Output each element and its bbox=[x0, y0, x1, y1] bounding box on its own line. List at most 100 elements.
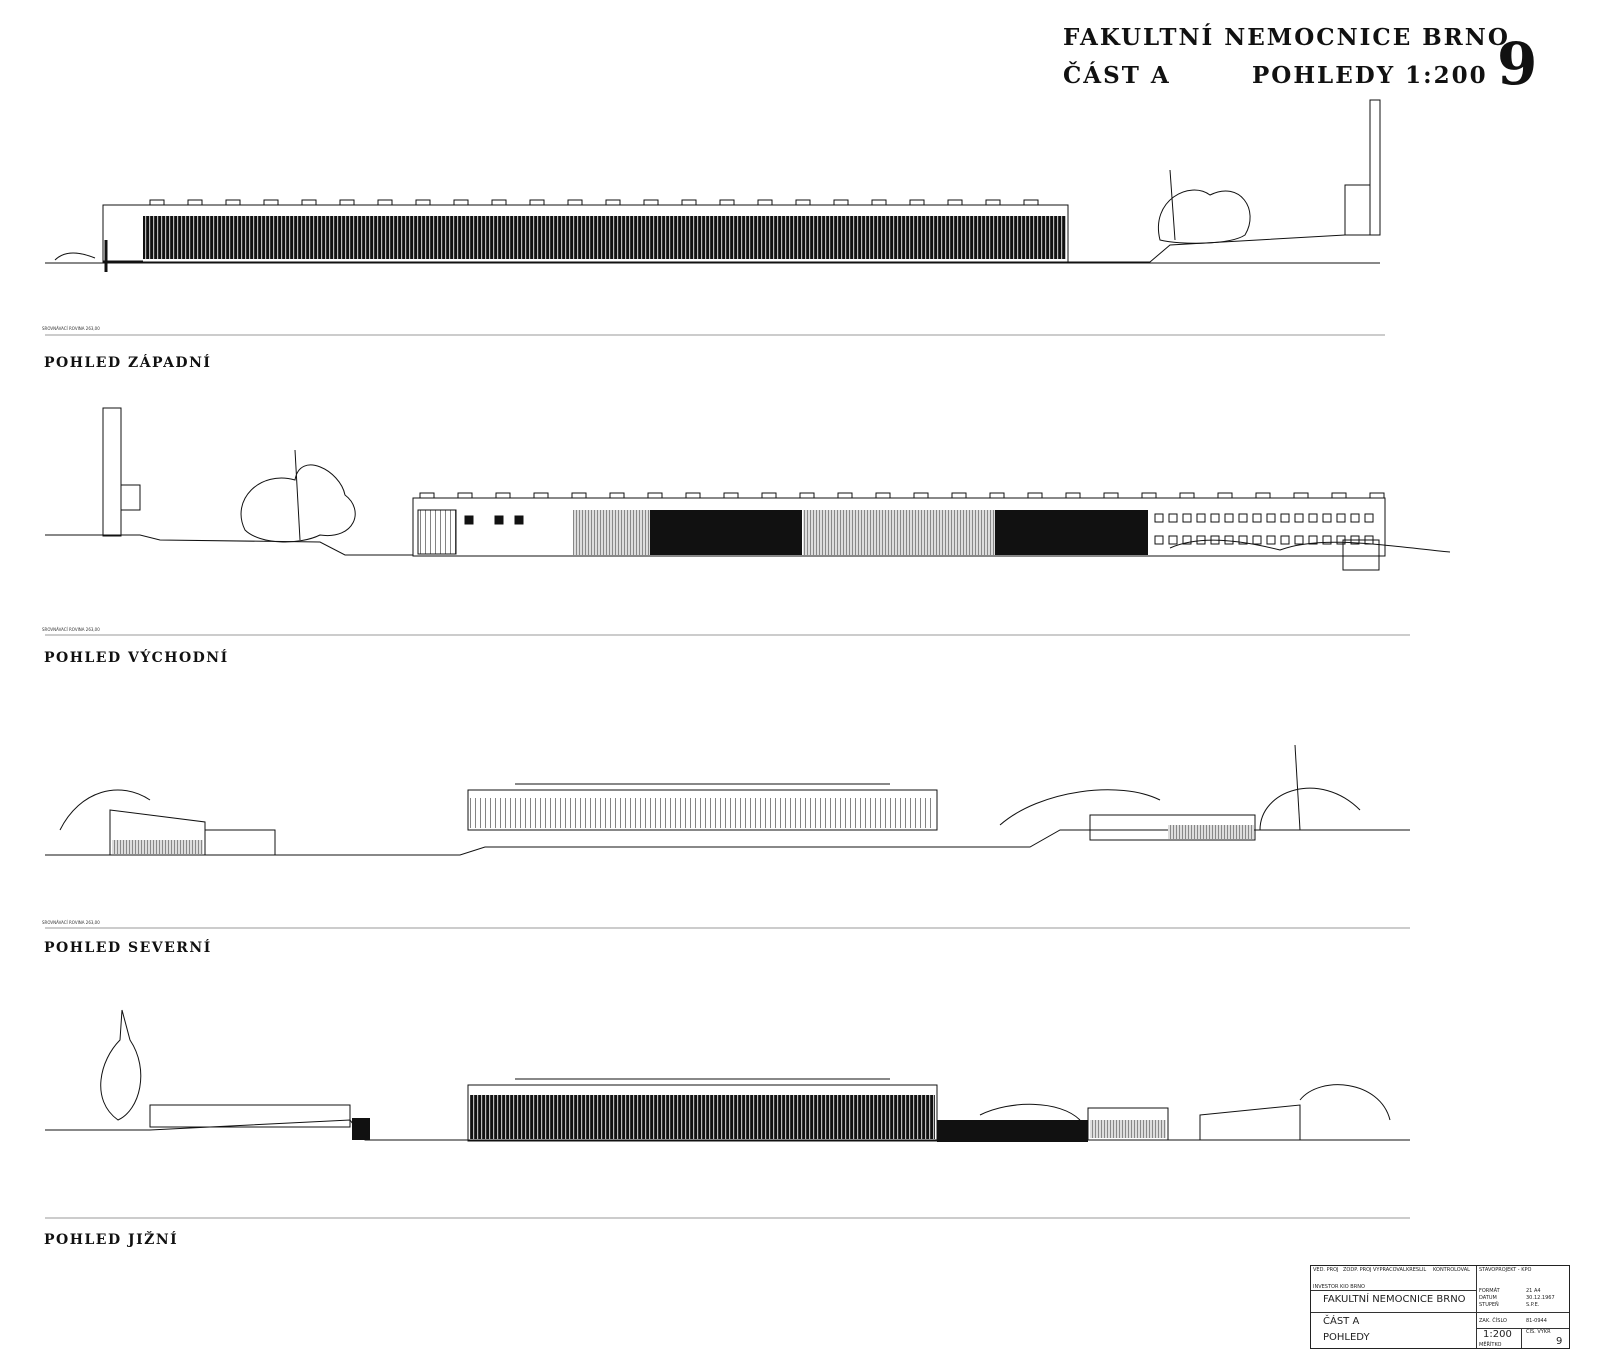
role-label: KRESLIL bbox=[1406, 1267, 1427, 1273]
field-label: ZAK. ČÍSLO bbox=[1479, 1318, 1507, 1324]
window bbox=[1294, 535, 1304, 545]
window bbox=[1350, 513, 1360, 523]
roof-skylight bbox=[1027, 492, 1043, 499]
window bbox=[1238, 513, 1248, 523]
datum-east: SROVNÁVACÍ ROVINA 263,00 bbox=[42, 627, 100, 632]
investor-label: INVESTOR KIO BRNO bbox=[1313, 1284, 1365, 1290]
window bbox=[1280, 535, 1290, 545]
scale-label: MĚŘÍTKO bbox=[1479, 1342, 1502, 1348]
window bbox=[464, 515, 474, 525]
elevation-north bbox=[45, 744, 1410, 929]
sheet-number: 9 bbox=[1497, 30, 1538, 98]
project-name: FAKULTNÍ NEMOCNICE BRNO bbox=[1323, 1294, 1466, 1305]
roof-skylight bbox=[947, 199, 963, 206]
office-label: STAVOPROJEKT - KPO bbox=[1479, 1267, 1532, 1273]
window bbox=[1266, 535, 1276, 545]
project-title: FAKULTNÍ NEMOCNICE BRNO bbox=[1063, 24, 1510, 51]
field-label: FORMÁT bbox=[1479, 1288, 1500, 1294]
view-label-south: POHLED JIŽNÍ bbox=[44, 1232, 179, 1248]
window bbox=[1196, 535, 1206, 545]
roof-skylight bbox=[1331, 492, 1347, 499]
roof-skylight bbox=[149, 199, 165, 206]
window bbox=[1336, 513, 1346, 523]
field-value: 81-0944 bbox=[1526, 1318, 1547, 1324]
roof-skylight bbox=[757, 199, 773, 206]
field-value: S.P.E. bbox=[1526, 1302, 1540, 1308]
roof-skylight bbox=[419, 492, 435, 499]
role-label: ZODP. PROJ bbox=[1343, 1267, 1372, 1273]
roof-skylight bbox=[685, 492, 701, 499]
roof-skylight bbox=[263, 199, 279, 206]
window bbox=[1154, 513, 1164, 523]
drawing-name: POHLEDY bbox=[1323, 1332, 1370, 1343]
drawing-no-label: ČÍS. VÝKR bbox=[1526, 1329, 1551, 1335]
roof-skylight bbox=[871, 199, 887, 206]
roof-skylight bbox=[1023, 199, 1039, 206]
roof-skylight bbox=[415, 199, 431, 206]
roof-skylight bbox=[1141, 492, 1157, 499]
roof-skylight bbox=[1179, 492, 1195, 499]
roof-skylight bbox=[1217, 492, 1233, 499]
window bbox=[1308, 535, 1318, 545]
roof-skylight bbox=[1255, 492, 1271, 499]
window bbox=[1308, 513, 1318, 523]
roof-skylight bbox=[301, 199, 317, 206]
window bbox=[1238, 535, 1248, 545]
roof-skylight bbox=[495, 492, 511, 499]
window bbox=[1224, 513, 1234, 523]
window bbox=[1364, 513, 1374, 523]
roof-skylight bbox=[457, 492, 473, 499]
roof-skylight bbox=[491, 199, 507, 206]
roof-skylight bbox=[187, 199, 203, 206]
roof-skylight bbox=[719, 199, 735, 206]
part-name: ČÁST A bbox=[1323, 1316, 1360, 1327]
roof-skylight bbox=[453, 199, 469, 206]
roof-skylight bbox=[985, 199, 1001, 206]
window bbox=[1210, 513, 1220, 523]
roof-skylight bbox=[643, 199, 659, 206]
window bbox=[1182, 535, 1192, 545]
window bbox=[1252, 535, 1262, 545]
roof-skylight bbox=[1369, 492, 1385, 499]
datum-west: SROVNÁVACÍ ROVINA 263,00 bbox=[42, 326, 100, 331]
roof-skylight bbox=[609, 492, 625, 499]
window bbox=[494, 515, 504, 525]
window bbox=[1322, 535, 1332, 545]
roof-skylight bbox=[875, 492, 891, 499]
roof-skylight bbox=[837, 492, 853, 499]
role-label: KONTROLOVAL bbox=[1433, 1267, 1470, 1273]
window bbox=[1154, 535, 1164, 545]
window bbox=[1322, 513, 1332, 523]
window bbox=[1182, 513, 1192, 523]
views-scale-label: POHLEDY 1:200 bbox=[1252, 62, 1488, 89]
part-label: ČÁST A bbox=[1063, 62, 1171, 89]
roof-skylight bbox=[913, 492, 929, 499]
role-label: VYPRACOVAL bbox=[1373, 1267, 1406, 1273]
title-block: VED. PROJ ZODP. PROJ VYPRACOVAL KRESLIL … bbox=[1310, 1265, 1570, 1349]
field-value: 21 A4 bbox=[1526, 1288, 1541, 1294]
elevation-east bbox=[45, 407, 1451, 636]
roof-skylight bbox=[989, 492, 1005, 499]
roof-skylight bbox=[339, 199, 355, 206]
roof-skylight bbox=[833, 199, 849, 206]
field-value: 30.12.1967 bbox=[1526, 1295, 1555, 1301]
roof-skylight bbox=[761, 492, 777, 499]
window bbox=[1294, 513, 1304, 523]
roof-skylight bbox=[377, 199, 393, 206]
roof-skylight bbox=[567, 199, 583, 206]
roof-skylight bbox=[533, 492, 549, 499]
field-label: STUPEŇ bbox=[1479, 1302, 1499, 1308]
roof-skylight bbox=[647, 492, 663, 499]
window bbox=[1168, 535, 1178, 545]
window bbox=[1252, 513, 1262, 523]
roof-skylight bbox=[909, 199, 925, 206]
roof-skylight bbox=[723, 492, 739, 499]
roof-skylight bbox=[795, 199, 811, 206]
roof-skylight bbox=[529, 199, 545, 206]
roof-skylight bbox=[1065, 492, 1081, 499]
roof-skylight bbox=[951, 492, 967, 499]
roof-skylight bbox=[799, 492, 815, 499]
scale-value: 1:200 bbox=[1483, 1329, 1512, 1340]
window bbox=[1168, 513, 1178, 523]
